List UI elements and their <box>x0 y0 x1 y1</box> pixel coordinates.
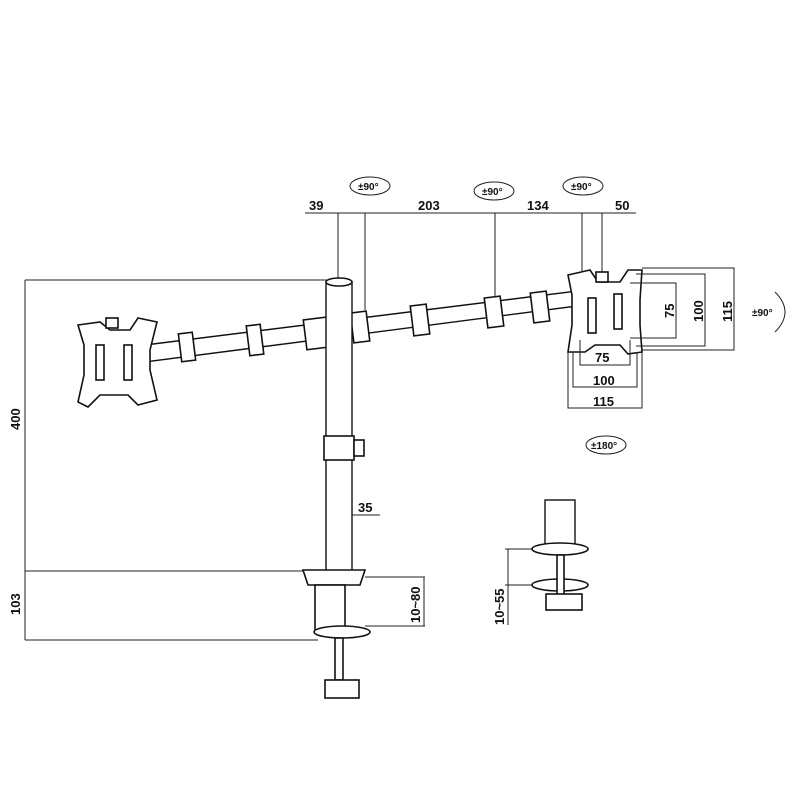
rotation-swivel: ±180° <box>585 435 627 455</box>
vesa-v-75: 75 <box>662 304 677 318</box>
dim-35: 35 <box>358 500 372 515</box>
vesa-v-115: 115 <box>720 301 735 322</box>
svg-text:±90°: ±90° <box>482 187 503 198</box>
dim-203: 203 <box>418 198 440 213</box>
right-vesa-plate <box>567 269 643 355</box>
arm-dimension-line: 39 203 134 50 <box>305 198 636 310</box>
rotation-joint2: ±90° <box>473 181 515 201</box>
rotation-tilt: ±90° <box>752 291 786 333</box>
pole-height-dimension: 400 103 <box>8 279 330 641</box>
rotation-joint1: ±90° <box>349 176 391 196</box>
dim-clamp-range: 10~80 <box>408 586 423 623</box>
dim-400: 400 <box>8 408 23 430</box>
left-vesa-plate <box>76 317 158 408</box>
vesa-h-100: 100 <box>593 373 615 388</box>
dim-50: 50 <box>615 198 629 213</box>
vesa-h-115: 115 <box>593 394 614 409</box>
svg-text:±90°: ±90° <box>358 182 379 193</box>
dim-134: 134 <box>527 198 549 213</box>
desk-clamp: 10~80 <box>301 569 425 699</box>
svg-text:±180°: ±180° <box>591 441 617 452</box>
dim-grommet-range: 10~55 <box>492 588 507 625</box>
dim-39: 39 <box>309 198 323 213</box>
vesa-v-100: 100 <box>691 300 706 322</box>
dim-103: 103 <box>8 593 23 615</box>
svg-text:±90°: ±90° <box>752 308 773 319</box>
vesa-dimensions: 75 100 115 75 100 115 <box>567 267 735 409</box>
grommet-mount: 10~55 <box>492 499 589 625</box>
pole: 35 <box>323 277 380 573</box>
vesa-h-75: 75 <box>595 350 609 365</box>
svg-text:±90°: ±90° <box>571 182 592 193</box>
rotation-joint3: ±90° <box>562 176 604 196</box>
